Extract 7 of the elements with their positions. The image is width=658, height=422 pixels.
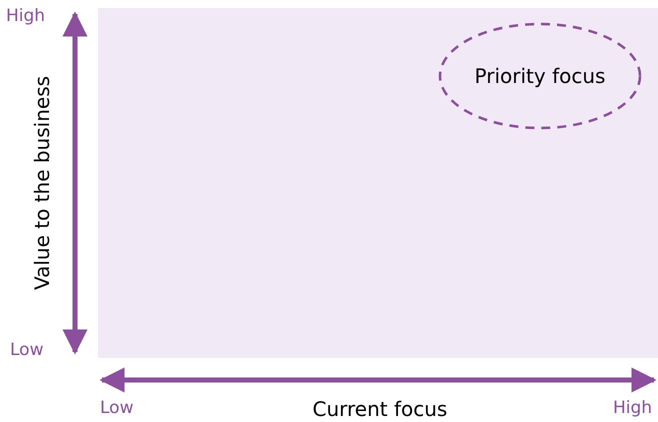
axis-end-label: Low (100, 398, 134, 418)
ellipse-label: Priority focus (474, 66, 606, 86)
axis-title: Current focus (312, 399, 448, 419)
axis-end-label: High (6, 6, 46, 26)
axis-end-label: Low (10, 340, 44, 360)
axis-title: Value to the business (32, 76, 52, 290)
axis-end-label: High (613, 398, 652, 418)
